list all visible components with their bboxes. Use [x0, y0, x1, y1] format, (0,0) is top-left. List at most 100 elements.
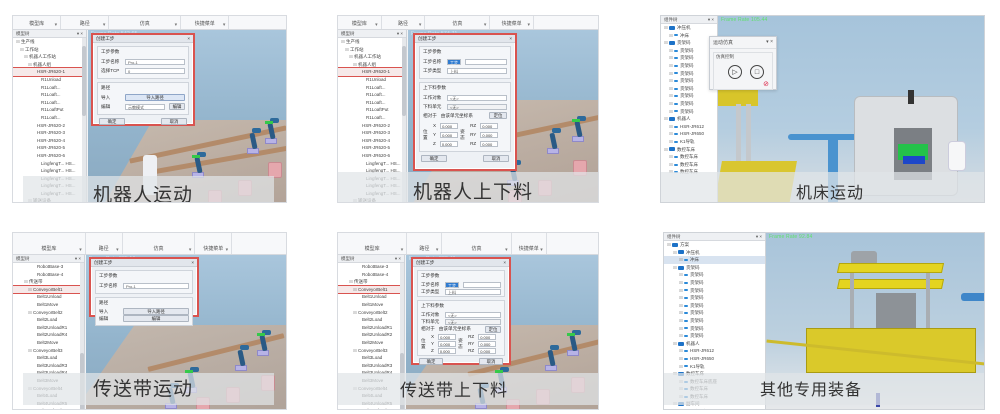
close-icon[interactable]: ▾ ×	[755, 233, 762, 239]
expand-icon[interactable]: ⊟	[669, 131, 673, 137]
tree-item[interactable]: HSR-JR620-1	[338, 67, 406, 77]
close-icon[interactable]: ▾ ×	[76, 30, 83, 36]
tree-item[interactable]: Belt2UnloadR2	[338, 331, 404, 339]
tree-item[interactable]: ⊟HSR-JR650	[661, 130, 717, 138]
ribbon-group[interactable]: 快捷菜单	[490, 16, 535, 29]
tree-item[interactable]: Belt2Load	[13, 316, 84, 324]
unload-unit-select[interactable]: <无>	[447, 103, 507, 110]
ribbon-group[interactable]: 仿真	[109, 16, 182, 29]
tree-item[interactable]: ⊟ConveyorBelt1	[338, 284, 404, 295]
close-icon[interactable]: ×	[191, 260, 194, 265]
locate-button[interactable]: 定位	[489, 112, 507, 119]
tree-item[interactable]: ⊟货架码	[664, 309, 765, 317]
expand-icon[interactable]: ⊟	[669, 100, 673, 106]
unload-unit-select[interactable]: <无>	[445, 318, 501, 325]
expand-icon[interactable]: ⊟	[673, 264, 677, 270]
ribbon-group[interactable]: 快捷菜单	[512, 233, 547, 254]
tree-item[interactable]: R1Loaft...	[338, 84, 406, 92]
expand-icon[interactable]: ⊟	[28, 286, 32, 292]
tree-item[interactable]: ⊟货架码	[661, 54, 717, 62]
tree-item[interactable]: Belt3UnloadR4	[13, 369, 84, 377]
tree-item[interactable]: HSR-JR620-5	[338, 144, 406, 152]
expand-icon[interactable]: ⊟	[24, 279, 28, 285]
edit-button[interactable]: 编辑	[169, 103, 185, 110]
scrollbar[interactable]	[402, 38, 406, 202]
ok-button[interactable]: 确定	[419, 357, 443, 365]
y-input[interactable]: 0.000	[438, 340, 457, 347]
expand-icon[interactable]: ⊟	[679, 325, 683, 331]
tree-item[interactable]: R1Unload	[13, 76, 86, 84]
expand-icon[interactable]: ⊟	[667, 242, 671, 247]
expand-icon[interactable]: ⊟	[353, 61, 357, 67]
expand-icon[interactable]: ⊟	[669, 32, 673, 38]
tree-item[interactable]: HSR-JR620-6	[13, 152, 86, 160]
expand-icon[interactable]: ⊟	[679, 272, 683, 278]
tree-item[interactable]: Belt3UnloadR3	[13, 362, 84, 370]
tree-item[interactable]: Belt2Move	[13, 339, 84, 347]
expand-icon[interactable]: ⊟	[16, 39, 20, 44]
locate-button[interactable]: 定位	[485, 325, 501, 333]
tree-item[interactable]: ⊟货架码	[661, 62, 717, 70]
x-input[interactable]: 0.000	[438, 333, 457, 340]
tree-item[interactable]: ⊟生产线	[338, 38, 406, 46]
hide-icon[interactable]: ⊘	[763, 81, 769, 88]
close-icon[interactable]: ×	[187, 36, 190, 41]
ribbon-group[interactable]: 路径	[382, 16, 426, 29]
tree-item[interactable]: R1Loaft...	[13, 114, 86, 122]
tree-item[interactable]: ⊟传送带	[13, 278, 84, 286]
expand-icon[interactable]: ⊟	[28, 347, 32, 353]
ribbon-group[interactable]: 模型库	[338, 233, 408, 254]
tree-item[interactable]: ⊟传送带	[338, 278, 404, 286]
expand-icon[interactable]: ⊟	[349, 279, 353, 285]
tree-item[interactable]: LingfengT... HS...	[338, 167, 406, 175]
tree-item[interactable]: HSR-JR620-3	[338, 129, 406, 137]
step-name-input[interactable]: 工步1	[447, 58, 461, 70]
tree-item[interactable]: ⊟ConveyorBelt2	[338, 309, 404, 317]
tree-item[interactable]: ⊟冲床	[664, 256, 765, 264]
tree-item[interactable]: HSR-JR620-5	[13, 144, 86, 152]
close-icon[interactable]: ▾ ×	[74, 255, 81, 261]
tree-item[interactable]: Belt3Load	[338, 354, 404, 362]
tree-item[interactable]: ⊟ConveyorBelt2	[13, 309, 84, 317]
tree-item[interactable]: ⊟方案	[664, 241, 765, 249]
ribbon-group[interactable]: 快捷菜单	[195, 233, 233, 254]
tree-item[interactable]: ⊟货架码	[661, 92, 717, 100]
tree-item[interactable]: R1Loaft...	[13, 99, 86, 107]
close-icon[interactable]: ▾ ×	[396, 30, 403, 36]
expand-icon[interactable]: ⊟	[345, 46, 349, 52]
tree-item[interactable]: R1Unload	[338, 76, 406, 84]
tree-item[interactable]: ⊟ConveyorBelt3	[338, 347, 404, 355]
tree-item[interactable]: HSR-JR620-2	[13, 122, 86, 130]
tree-item[interactable]: RobotBase-3	[13, 263, 84, 271]
tree-item[interactable]: Belt2UnloadR1	[338, 324, 404, 332]
tree-item[interactable]: ⊟货架码	[661, 85, 717, 93]
tree-item[interactable]: ⊟货架码	[661, 77, 717, 85]
tree-item[interactable]: HSR-JR620-2	[338, 122, 406, 130]
tree-item[interactable]: ⊟工作站	[338, 46, 406, 54]
rx-input[interactable]: 0.000	[478, 333, 497, 340]
expand-icon[interactable]: ⊟	[669, 78, 673, 84]
expand-icon[interactable]: ⊟	[20, 46, 24, 52]
ribbon-group[interactable]: 路径	[86, 233, 123, 254]
rz-input[interactable]: 0.000	[478, 347, 497, 354]
tree-item[interactable]: RobotBase-4	[338, 271, 404, 279]
tree-item[interactable]: Belt2Load	[338, 316, 404, 324]
expand-icon[interactable]: ⊟	[353, 309, 357, 315]
expand-icon[interactable]: ⊟	[679, 287, 683, 293]
tree-item[interactable]: ⊟货架码	[661, 70, 717, 78]
edit-mode-select[interactable]: 示教模式	[125, 103, 165, 110]
x-input[interactable]: 0.000	[440, 122, 459, 129]
ribbon-group[interactable]: 仿真	[442, 233, 512, 254]
expand-icon[interactable]: ⊟	[28, 61, 32, 67]
tree-item[interactable]: RobotBase-3	[338, 263, 404, 271]
expand-icon[interactable]: ⊟	[353, 286, 357, 292]
expand-icon[interactable]: ⊟	[669, 85, 673, 91]
ribbon-group[interactable]: 仿真	[123, 233, 196, 254]
cancel-button[interactable]: 取消	[161, 117, 187, 125]
cancel-button[interactable]: 取消	[483, 154, 509, 162]
y-input[interactable]: 0.000	[440, 131, 459, 138]
tree-item[interactable]: ⊟机器人组	[338, 61, 406, 69]
step-name-input[interactable]: Pro-1	[125, 58, 185, 65]
ry-input[interactable]: 0.000	[478, 340, 497, 347]
expand-icon[interactable]: ⊟	[669, 70, 673, 76]
